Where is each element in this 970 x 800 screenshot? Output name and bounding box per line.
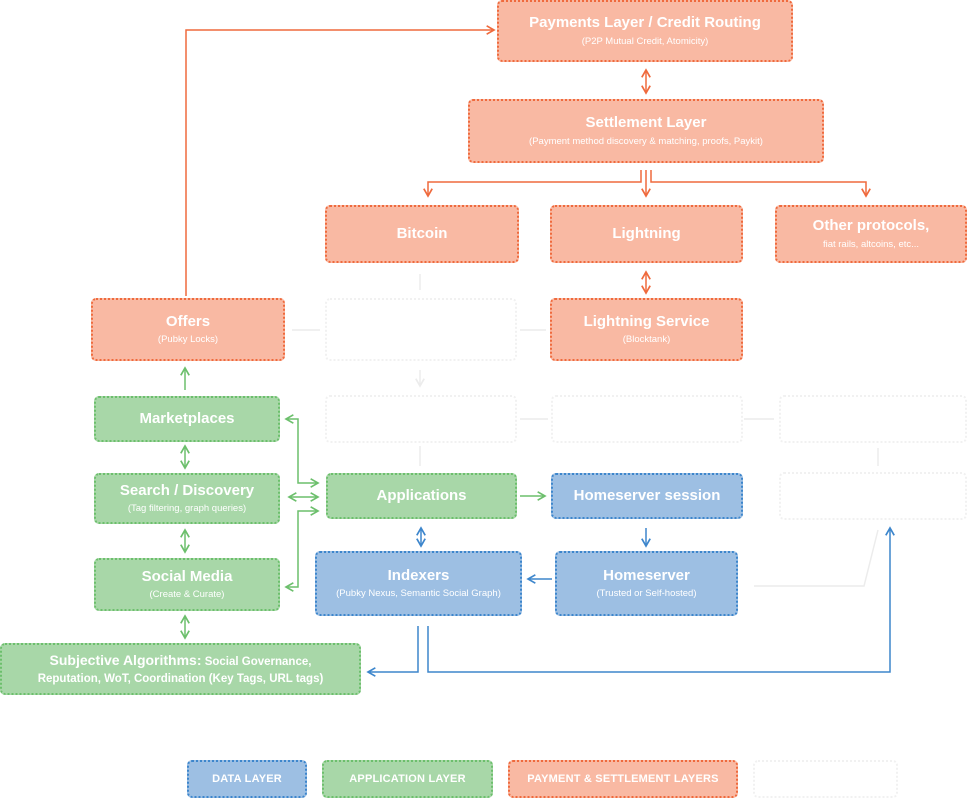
edge-settlement-bitcoin [423, 170, 642, 198]
payments-layer-node: Payments Layer / Credit Routing (P2P Mut… [497, 0, 793, 62]
ghost-box-1 [325, 298, 517, 361]
subjective-algorithms-node: Subjective Algorithms: Social Governance… [0, 643, 361, 695]
ghost-box-2 [325, 395, 517, 443]
lightning-node: Lightning [550, 205, 743, 263]
legend-application-layer-label: APPLICATION LAYER [349, 773, 466, 785]
settlement-layer-node: Settlement Layer (Payment method discove… [468, 99, 824, 163]
offers-title: Offers [165, 312, 211, 330]
legend-ghost [753, 760, 898, 798]
social-media-title: Social Media [141, 567, 233, 585]
bitcoin-node: Bitcoin [325, 205, 519, 263]
legend-payment-layers: PAYMENT & SETTLEMENT LAYERS [508, 760, 738, 798]
edge-social-apps [284, 506, 320, 592]
subjective-algorithms-line1: Subjective Algorithms: Social Governance… [50, 652, 312, 670]
edge-settlement-other [650, 170, 871, 198]
lightning-service-node: Lightning Service (Blocktank) [550, 298, 743, 361]
settlement-layer-title: Settlement Layer [585, 114, 707, 132]
homeserver-title: Homeserver [603, 566, 690, 584]
edge-marketplaces-apps [284, 414, 320, 488]
search-discovery-node: Search / Discovery (Tag filtering, graph… [94, 473, 280, 524]
homeserver-session-node: Homeserver session [551, 473, 743, 519]
edge-ghost-9 [754, 529, 879, 587]
social-media-subtitle: (Create & Curate) [149, 589, 225, 601]
edge-indexers-subjective [366, 626, 419, 677]
indexers-node: Indexers (Pubky Nexus, Semantic Social G… [315, 551, 522, 616]
marketplaces-title: Marketplaces [139, 409, 235, 427]
settlement-layer-subtitle: (Payment method discovery & matching, pr… [529, 135, 763, 147]
lightning-service-subtitle: (Blocktank) [622, 334, 671, 346]
lightning-service-title: Lightning Service [583, 312, 710, 330]
ghost-box-4 [779, 395, 967, 443]
offers-node: Offers (Pubky Locks) [91, 298, 285, 361]
other-protocols-title: Other protocols, [812, 217, 930, 235]
social-media-node: Social Media (Create & Curate) [94, 558, 280, 611]
applications-title: Applications [376, 486, 467, 504]
search-discovery-subtitle: (Tag filtering, graph queries) [127, 503, 247, 515]
ghost-box-5 [779, 472, 967, 520]
homeserver-session-title: Homeserver session [573, 486, 721, 504]
payments-layer-title: Payments Layer / Credit Routing [529, 14, 761, 32]
homeserver-node: Homeserver (Trusted or Self-hosted) [555, 551, 738, 616]
subjective-algorithms-title-rest: Social Governance, [201, 655, 312, 668]
search-discovery-title: Search / Discovery [119, 481, 255, 499]
homeserver-subtitle: (Trusted or Self-hosted) [596, 588, 697, 600]
applications-node: Applications [326, 473, 517, 519]
lightning-title: Lightning [612, 224, 681, 242]
ghost-box-3 [551, 395, 743, 443]
indexers-subtitle: (Pubky Nexus, Semantic Social Graph) [336, 588, 501, 600]
subjective-algorithms-title: Subjective Algorithms: [49, 651, 202, 668]
legend-payment-layers-label: PAYMENT & SETTLEMENT LAYERS [527, 773, 719, 785]
indexers-title: Indexers [387, 566, 450, 584]
legend-application-layer: APPLICATION LAYER [322, 760, 493, 798]
legend-data-layer-label: DATA LAYER [212, 773, 282, 785]
subjective-algorithms-line2: Reputation, WoT, Coordination (Key Tags,… [37, 673, 324, 686]
other-protocols-node: Other protocols, fiat rails, altcoins, e… [775, 205, 967, 263]
other-protocols-subtitle: fiat rails, altcoins, etc... [822, 238, 920, 250]
payments-layer-subtitle: (P2P Mutual Credit, Atomicity) [581, 35, 709, 47]
offers-subtitle: (Pubky Locks) [157, 334, 219, 346]
bitcoin-title: Bitcoin [396, 224, 448, 242]
marketplaces-node: Marketplaces [94, 396, 280, 442]
legend-data-layer: DATA LAYER [187, 760, 307, 798]
